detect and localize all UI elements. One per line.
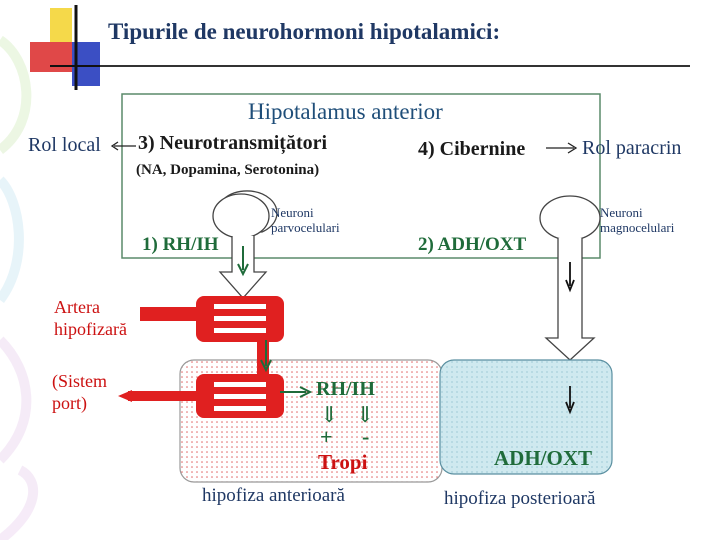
logo-squares [30, 5, 100, 90]
portal-capillary-lower [118, 374, 284, 418]
neurons-magno-label: Neuroni magnocelulari [600, 205, 674, 235]
artery-label: Artera hipofizară [54, 296, 127, 340]
background-decoration [0, 35, 38, 540]
neurons-parvo-label: Neuroni parvocelulari [271, 205, 340, 235]
posterior-pituitary-box [439, 359, 613, 475]
cibernine-label: 4) Cibernine [418, 138, 526, 160]
posterior-pituitary-label: hipofiza posterioară [444, 488, 596, 509]
magnocellular-neuron [539, 195, 601, 361]
portal-system-label: (Sistem port) [52, 370, 107, 414]
adh-oxt-posterior: ADH/OXT [494, 446, 593, 470]
green-arrow-right-icon [280, 386, 313, 398]
artery-label-line1: Artera [54, 297, 100, 317]
double-arrows-icon: ⇓ ⇓ [320, 402, 381, 427]
artery-label-line2: hipofizară [54, 319, 127, 339]
neurons-parvo-line1: Neuroni [271, 205, 314, 220]
arrow-down-icon [565, 386, 575, 415]
role-paracrine-label: Rol paracrin [582, 137, 682, 159]
role-local-label: Rol local [28, 134, 101, 156]
minus-sign: - [362, 424, 370, 449]
arrow-left-icon [110, 141, 136, 151]
portal-label-line2: port) [52, 393, 87, 413]
rh-ih-anterior: RH/IH [316, 378, 375, 400]
slide-title: Tipurile de neurohormoni hipotalamici: [108, 19, 501, 44]
tropi-label: Tropi [318, 450, 368, 474]
arrow-right-icon [546, 142, 578, 154]
portal-label-line1: (Sistem [52, 371, 108, 391]
adh-oxt-label: 2) ADH/OXT [418, 234, 527, 255]
green-arrow-down-icon [260, 340, 272, 373]
neurons-parvo-line2: parvocelulari [271, 220, 340, 235]
neurons-magno-line1: Neuroni [600, 205, 643, 220]
hypothalamus-box [121, 93, 601, 259]
anterior-pituitary-label: hipofiza anterioară [202, 485, 345, 506]
parvocellular-neuron [212, 190, 278, 299]
neurons-magno-line2: magnocelulari [600, 220, 675, 235]
neurotransmitters-label: 3) Neurotransmițători [138, 132, 328, 154]
rh-ih-label: 1) RH/IH [142, 234, 219, 255]
hypothalamus-label: Hipotalamus anterior [248, 99, 443, 124]
neurotransmitters-examples: (NA, Dopamina, Serotonina) [136, 162, 320, 178]
plus-sign: + [320, 424, 333, 449]
